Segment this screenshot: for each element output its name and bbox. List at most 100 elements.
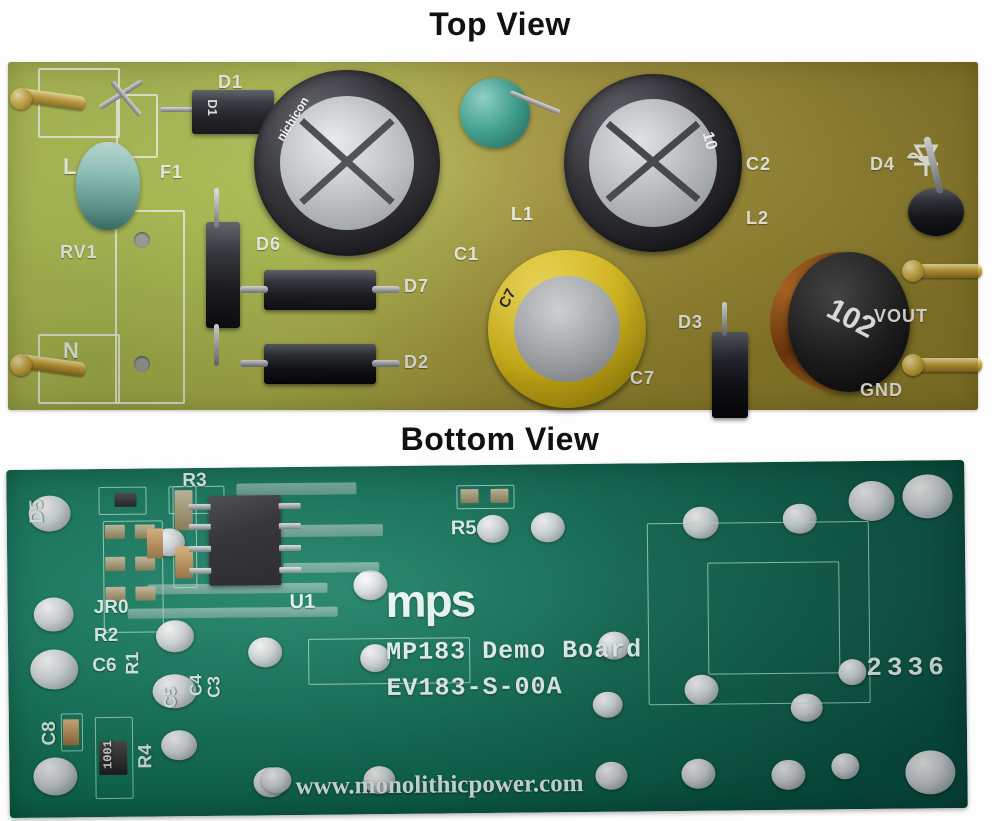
d1-lead-left bbox=[160, 107, 196, 112]
silk-label-c8: C8 bbox=[38, 721, 61, 746]
lot-code: 2336 bbox=[866, 652, 949, 684]
solder-pad-center-3 bbox=[353, 570, 388, 601]
solder-pad-mid-3 bbox=[160, 730, 198, 761]
silk-label-d2: D2 bbox=[404, 352, 430, 372]
terminal-lead-vout bbox=[906, 264, 982, 278]
silk-label-c6: C6 bbox=[92, 654, 117, 677]
smd-part-5 bbox=[135, 556, 156, 571]
silk-label-c5: C5 bbox=[160, 686, 180, 709]
top-view-pcb-photo: D1 nichicon 10 C7 102 ⏦ bbox=[8, 62, 982, 418]
d2-lead-right bbox=[372, 360, 400, 367]
board-revision-line: EV183-S-00A bbox=[386, 672, 563, 704]
bottom-view-title: Bottom View bbox=[400, 421, 600, 457]
silk-label-d4: D4 bbox=[870, 154, 896, 174]
u1-pin-l2 bbox=[188, 523, 211, 531]
silk-label-rv1: RV1 bbox=[60, 242, 98, 262]
smd-part-r3a bbox=[146, 528, 164, 559]
silk-label-jr0: JR0 bbox=[93, 596, 129, 619]
terminal-pad-vout bbox=[902, 260, 924, 282]
solder-pad-left-2 bbox=[30, 649, 79, 690]
solder-pad-right-3 bbox=[681, 758, 716, 789]
silk-label-N: N bbox=[63, 338, 80, 363]
u1-pin-l1 bbox=[188, 503, 211, 511]
solder-pad-mid-4 bbox=[247, 637, 283, 668]
terminal-pad-gnd bbox=[902, 354, 924, 376]
component-c1-capacitor: nichicon bbox=[254, 70, 440, 256]
silk-outline-rv1 bbox=[115, 210, 185, 404]
smd-part-dark-1 bbox=[114, 492, 137, 507]
u1-pin-r4 bbox=[279, 566, 302, 574]
silk-outline-f1 bbox=[116, 94, 158, 158]
d6-lead-bottom bbox=[214, 324, 219, 366]
website-url: www.monolithicpower.com bbox=[295, 769, 584, 801]
solder-pad-bottom-1 bbox=[261, 767, 292, 794]
d2-lead-left bbox=[240, 360, 268, 367]
silk-label-d1: D1 bbox=[218, 72, 244, 92]
d6-lead-top bbox=[214, 188, 219, 228]
u1-pin-r1 bbox=[278, 502, 301, 510]
copper-trace-outline-right-3 bbox=[707, 561, 841, 675]
solder-pad-left-3 bbox=[33, 757, 78, 796]
solder-pad-center-8 bbox=[592, 691, 623, 718]
smd-part-r5b bbox=[490, 488, 509, 503]
smd-part-r5 bbox=[460, 489, 479, 504]
component-d7-diode bbox=[264, 270, 376, 310]
solder-pad-center-5 bbox=[476, 514, 509, 544]
silk-label-L: L bbox=[63, 154, 78, 179]
silk-label-u1: U1 bbox=[289, 590, 316, 614]
solder-pad-center-9 bbox=[595, 761, 628, 790]
via-hole-rv1-top bbox=[134, 232, 150, 248]
silk-label-r4: R4 bbox=[135, 744, 157, 769]
silk-label-vout: VOUT bbox=[874, 306, 929, 326]
silk-label-d6: D6 bbox=[256, 234, 282, 254]
silk-label-c1: C1 bbox=[454, 244, 480, 264]
silk-label-l1: L1 bbox=[511, 204, 535, 224]
u1-pin-l3 bbox=[189, 545, 212, 553]
smd-part-4 bbox=[105, 556, 126, 571]
silk-label-d7: D7 bbox=[404, 276, 430, 296]
silk-label-r2: R2 bbox=[93, 624, 119, 647]
solder-pad-bottom-3 bbox=[831, 753, 860, 780]
bottom-view-pcb-photo: 1001 D5 R3 R5 U1 JR0 R2 R1 C6 C4 C3 C5 C… bbox=[6, 459, 968, 819]
terminal-lead-gnd bbox=[906, 358, 982, 372]
c2-body-marking: 10 bbox=[698, 129, 721, 152]
solder-pad-corner-tr bbox=[902, 474, 953, 519]
u1-pin-l4 bbox=[189, 567, 212, 575]
silk-label-r1: R1 bbox=[122, 651, 143, 675]
silk-label-gnd: GND bbox=[860, 380, 903, 400]
d1-body-marking: D1 bbox=[204, 99, 220, 116]
component-d3-diode bbox=[712, 332, 748, 418]
copper-trace-3 bbox=[236, 482, 357, 496]
terminal-pad-L bbox=[10, 88, 32, 110]
d3-lead-top bbox=[722, 302, 727, 336]
component-c2-capacitor: 10 bbox=[564, 74, 742, 252]
u1-pin-r2 bbox=[278, 522, 301, 530]
solder-pad-corner-br bbox=[905, 750, 956, 795]
u1-pin-r3 bbox=[279, 544, 302, 552]
silk-label-l2: L2 bbox=[746, 208, 770, 228]
solder-pad-center-6 bbox=[530, 512, 565, 543]
component-u1-ic bbox=[208, 495, 282, 586]
silk-label-c3: C3 bbox=[204, 676, 224, 698]
board-name-line: MP183 Demo Board bbox=[385, 635, 643, 668]
smd-part-c8 bbox=[62, 719, 80, 746]
component-d6-diode bbox=[206, 222, 240, 328]
silk-label-c2: C2 bbox=[746, 154, 772, 174]
component-l1-disc bbox=[460, 78, 530, 148]
d7-lead-left bbox=[240, 286, 268, 293]
silk-label-d3: D3 bbox=[678, 312, 704, 332]
solder-pad-right-6 bbox=[771, 759, 806, 791]
silk-label-r3: R3 bbox=[182, 469, 207, 492]
component-d4-diode bbox=[908, 188, 964, 236]
component-d2-diode bbox=[264, 344, 376, 384]
component-rv1-varistor bbox=[76, 142, 140, 230]
solder-pad-corner-tl bbox=[848, 480, 895, 522]
via-hole-rv1-bottom bbox=[134, 356, 150, 372]
component-c7-capacitor: C7 bbox=[488, 250, 646, 408]
mps-logo: mps bbox=[385, 574, 475, 628]
component-l2-inductor bbox=[788, 252, 910, 392]
smd-part-2 bbox=[104, 524, 125, 539]
smd-part-7 bbox=[135, 586, 156, 601]
terminal-pad-N bbox=[10, 354, 32, 376]
d7-lead-right bbox=[372, 286, 400, 293]
